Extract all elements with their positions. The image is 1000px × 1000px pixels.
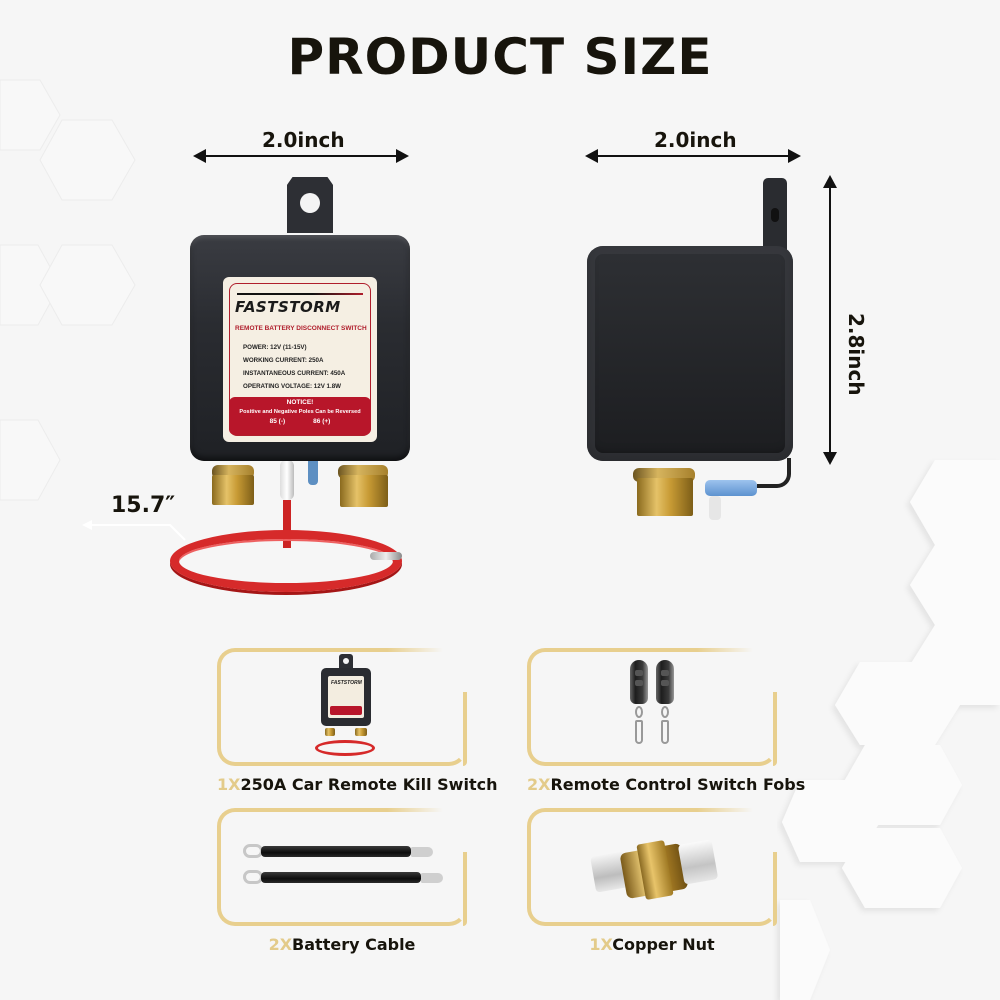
wire-length-label: 15.7″ [111, 493, 176, 518]
side-device-body [587, 246, 793, 461]
pole-negative: 85 (-) [269, 418, 286, 425]
ring-terminal [370, 552, 402, 560]
side-view-device [585, 178, 805, 528]
brand-logo: FASTSTORM [235, 298, 341, 316]
blue-connector [308, 455, 318, 485]
spec-list: POWER: 12V (11-15V) WORKING CURRENT: 250… [243, 341, 345, 393]
positive-terminal-nut [340, 475, 388, 507]
front-width-arrow [193, 149, 409, 163]
side-blue-connector [705, 480, 757, 496]
battery-cable-image [243, 842, 453, 902]
key-fob-image [626, 660, 686, 760]
front-view-device: FASTSTORM REMOTE BATTERY DISCONNECT SWIT… [190, 175, 410, 595]
wire-length-arrow [82, 520, 186, 541]
page-title: PRODUCT SIZE [287, 28, 713, 86]
notice-box: NOTICE! Positive and Negative Poles Can … [229, 397, 371, 435]
front-width-label: 2.0inch [262, 128, 345, 152]
package-item-kill-switch: FASTSTORM [217, 648, 467, 766]
mounting-hole [300, 193, 320, 213]
side-width-label: 2.0inch [654, 128, 737, 152]
device-label: FASTSTORM REMOTE BATTERY DISCONNECT SWIT… [223, 277, 377, 442]
spec-working-current: WORKING CURRENT: 250A [243, 357, 324, 364]
notice-text: Positive and Negative Poles Can be Rever… [239, 409, 361, 415]
device-body: FASTSTORM REMOTE BATTERY DISCONNECT SWIT… [190, 235, 410, 461]
package-item-fobs [527, 648, 777, 766]
notice-title: NOTICE! [286, 399, 314, 406]
spec-instant-current: INSTANTANEOUS CURRENT: 450A [243, 370, 346, 377]
spec-voltage: OPERATING VOLTAGE: 12V 1.8W [243, 383, 341, 390]
package-item-caption-copper-nut: 1XCopper Nut [589, 935, 715, 954]
copper-nut-image [589, 839, 719, 904]
package-item-copper-nut [527, 808, 777, 926]
height-label: 2.8inch [844, 313, 868, 396]
package-item-caption-battery-cable: 2XBattery Cable [268, 935, 416, 954]
package-item-caption-fobs: 2XRemote Control Switch Fobs [527, 775, 806, 794]
label-subtitle: REMOTE BATTERY DISCONNECT SWITCH [235, 325, 367, 332]
package-item-caption-kill-switch: 1X250A Car Remote Kill Switch [217, 775, 498, 794]
kill-switch-image: FASTSTORM [315, 654, 375, 762]
package-item-battery-cable [217, 808, 467, 926]
negative-terminal-nut [212, 475, 254, 505]
spec-power: POWER: 12V (11-15V) [243, 344, 307, 351]
side-terminal-nut [637, 478, 693, 516]
pole-positive: 86 (+) [313, 418, 331, 425]
wire-connector [280, 460, 294, 500]
side-width-arrow [585, 149, 801, 163]
red-wire-loop [170, 530, 402, 592]
height-arrow [823, 175, 837, 465]
